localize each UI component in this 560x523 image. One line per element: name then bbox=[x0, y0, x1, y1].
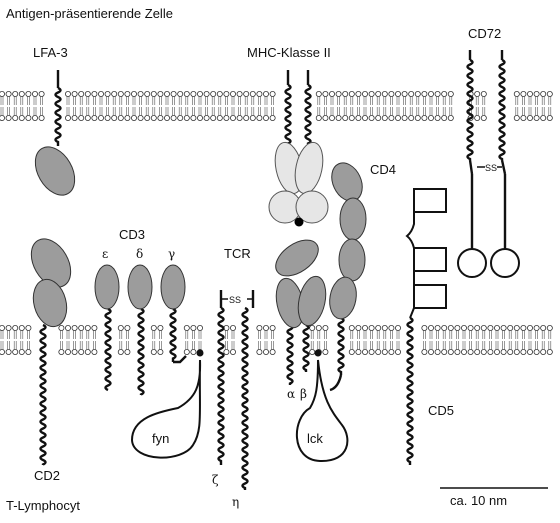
cd3-epsilon-tm bbox=[104, 307, 112, 392]
tcr-beta-tm bbox=[302, 323, 310, 372]
cd72-left-chain bbox=[466, 58, 474, 161]
lck-label: lck bbox=[307, 431, 323, 446]
tcr-label: TCR bbox=[224, 246, 251, 261]
zeta-label: ζ bbox=[212, 473, 219, 487]
cd72-ss-label: SS bbox=[485, 163, 497, 173]
cd5-label: CD5 bbox=[428, 403, 454, 418]
lfa3-tm bbox=[54, 86, 62, 146]
mhc2-beta2-domain bbox=[295, 190, 329, 224]
cd2-label: CD2 bbox=[34, 468, 60, 483]
fyn-label: fyn bbox=[152, 431, 169, 446]
antigen-peptide bbox=[294, 217, 304, 227]
cd3-delta-tm bbox=[137, 307, 145, 396]
eta-label: η bbox=[232, 495, 239, 509]
cd3-gamma-domain bbox=[160, 264, 186, 310]
cd4-d2-domain bbox=[339, 197, 367, 241]
mhc2-alpha-tm bbox=[284, 83, 292, 145]
delta-label: δ bbox=[136, 247, 143, 261]
cd5-domain-2 bbox=[413, 247, 447, 272]
lfa3-domain bbox=[34, 146, 76, 196]
cd4-d3-domain bbox=[338, 238, 366, 282]
cd72-right-chain bbox=[498, 58, 506, 161]
cd2-tm bbox=[39, 323, 47, 466]
lck-kinase bbox=[296, 349, 349, 463]
epsilon-label: ε bbox=[102, 247, 108, 261]
t-cell-label: T-Lymphocyt bbox=[6, 498, 80, 513]
cd72-left-neck bbox=[468, 159, 474, 175]
fyn-kinase-shape bbox=[130, 359, 202, 459]
mhc2-beta-tm bbox=[304, 83, 312, 145]
tcr-ss-label: SS bbox=[229, 295, 241, 305]
cd5-domain-1 bbox=[413, 188, 447, 213]
apc-membrane bbox=[0, 91, 553, 122]
cd4-tail bbox=[329, 374, 343, 392]
cd3-gamma-tm bbox=[169, 307, 177, 362]
cd3-epsilon-domain bbox=[94, 264, 120, 310]
cd72-molecule bbox=[457, 166, 520, 278]
zeta-chain bbox=[217, 306, 225, 465]
cd5-tm bbox=[406, 316, 414, 465]
lck-kinase-shape bbox=[296, 359, 349, 463]
cd4-d1-domain bbox=[331, 162, 363, 202]
cd5-domain-3 bbox=[413, 284, 447, 309]
lfa3-label: LFA-3 bbox=[33, 45, 68, 60]
cd72-domain-1 bbox=[457, 248, 487, 278]
cd3-gamma-tail bbox=[173, 355, 187, 364]
beta-label: β bbox=[300, 387, 307, 401]
cd5-molecule bbox=[405, 188, 447, 319]
lck-anchor bbox=[314, 349, 322, 357]
tcr-molecule bbox=[275, 239, 327, 329]
cd2-domain-inner bbox=[32, 278, 68, 328]
t-cell-membrane bbox=[0, 324, 553, 355]
cd2-domain-outer bbox=[30, 238, 72, 288]
cd4-label: CD4 bbox=[370, 162, 396, 177]
cd72-label: CD72 bbox=[468, 26, 501, 41]
cd3-complex bbox=[94, 264, 186, 310]
cd4-tm bbox=[337, 316, 345, 375]
scale-label: ca. 10 nm bbox=[450, 493, 507, 508]
cd2-molecule bbox=[30, 238, 72, 328]
tcr-v-domain bbox=[275, 239, 319, 277]
mhc2-molecule bbox=[268, 141, 329, 227]
eta-chain bbox=[241, 306, 249, 490]
chain-lines bbox=[39, 50, 507, 490]
fyn-kinase bbox=[130, 349, 204, 459]
cd5-connector bbox=[405, 212, 415, 319]
cd3-delta-domain bbox=[127, 264, 153, 310]
mhc2-label: MHC-Klasse II bbox=[247, 45, 331, 60]
cd4-d4-domain bbox=[329, 276, 357, 320]
cd72-domain-2 bbox=[490, 248, 520, 278]
gamma-label: γ bbox=[168, 247, 175, 261]
cd3-label: CD3 bbox=[119, 227, 145, 242]
fyn-anchor bbox=[196, 349, 204, 357]
apc-label: Antigen-präsentierende Zelle bbox=[6, 6, 173, 21]
tcr-beta-c-domain bbox=[297, 275, 327, 327]
cd4-molecule bbox=[329, 162, 367, 320]
cd72-right-neck bbox=[500, 159, 507, 175]
lfa3-molecule bbox=[34, 146, 76, 196]
alpha-label: α bbox=[287, 387, 295, 401]
tcr-alpha-tm bbox=[286, 323, 294, 385]
